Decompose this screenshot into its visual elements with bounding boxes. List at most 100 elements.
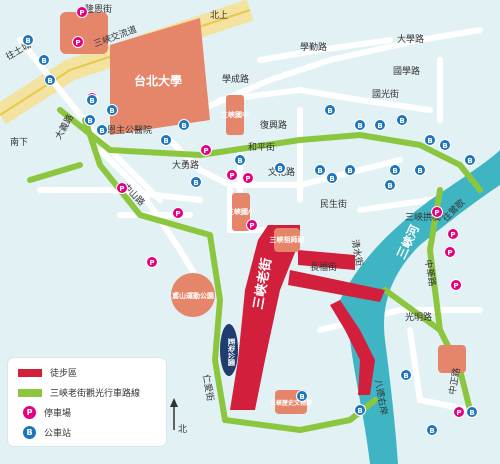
- svg-text:B: B: [469, 409, 474, 417]
- svg-text:B: B: [377, 122, 382, 130]
- bus-stop-icon: B: [274, 162, 286, 174]
- hospital-label: 恩主公醫院: [107, 124, 152, 136]
- north-up-label: 北上: [210, 10, 228, 21]
- bus-stop-icon: B: [106, 104, 118, 116]
- yuanshan-park: [171, 273, 215, 317]
- bus-stop-icon: B: [84, 114, 96, 126]
- parking-marker-icon: P: [447, 228, 459, 240]
- svg-text:B: B: [467, 157, 472, 165]
- guoxue-label: 國學路: [393, 65, 420, 77]
- culture-block: [60, 12, 108, 54]
- south-down-label: 南下: [10, 136, 28, 148]
- bus-stop-icon: B: [466, 406, 478, 418]
- guoguang-label: 國光街: [372, 88, 399, 100]
- parking-marker-icon: P: [72, 36, 84, 48]
- yuanshan-label: 鳶山運動公園: [171, 291, 214, 300]
- svg-text:B: B: [347, 167, 352, 175]
- parking-marker-icon: P: [172, 207, 184, 219]
- bus-stop-icon: B: [414, 164, 426, 176]
- svg-text:B: B: [442, 142, 447, 150]
- legend-row-pedestrian: 徒步區: [18, 366, 77, 379]
- legend-row-route: 三峽老街觀光行車路線: [18, 386, 140, 399]
- svg-text:B: B: [392, 167, 397, 175]
- parking-marker-icon: P: [146, 256, 158, 268]
- svg-text:B: B: [89, 97, 94, 105]
- bus-stop-icon: B: [86, 94, 98, 106]
- bus-stop-icon: B: [424, 134, 436, 146]
- bus-stop-icon: B: [426, 424, 438, 436]
- temple-label: 三峽祖師廟: [270, 235, 305, 244]
- bus-stop-icon: B: [326, 172, 338, 184]
- pedestrian-swatch: [18, 368, 42, 377]
- legend-pedestrian-label: 徒步區: [50, 369, 78, 379]
- svg-text:B: B: [109, 107, 114, 115]
- bus-stop-icon: B: [384, 179, 396, 191]
- bus-stop-icon: B: [344, 164, 356, 176]
- bus-stop-icon: B: [324, 104, 336, 116]
- svg-text:B: B: [317, 167, 322, 175]
- svg-text:P: P: [447, 249, 452, 257]
- svg-text:P: P: [450, 231, 455, 239]
- legend-bus-label: 公車站: [44, 429, 72, 439]
- legend-row-bus: B 公車站: [18, 426, 71, 439]
- svg-text:P: P: [434, 209, 439, 217]
- changfu-label: 長福街: [310, 261, 337, 273]
- daxue-label: 大學路: [397, 33, 424, 45]
- svg-text:B: B: [181, 122, 186, 130]
- parking-marker-icon: P: [242, 172, 254, 184]
- legend-row-parking: P 停車場: [18, 406, 71, 419]
- svg-text:B: B: [193, 179, 198, 187]
- svg-text:B: B: [277, 165, 282, 173]
- svg-text:B: B: [357, 407, 362, 415]
- svg-text:B: B: [25, 37, 30, 45]
- svg-text:P: P: [75, 39, 80, 47]
- route-swatch: [18, 388, 42, 397]
- svg-text:P: P: [456, 409, 461, 417]
- bus-stop-icon: B: [314, 164, 326, 176]
- svg-text:B: B: [357, 122, 362, 130]
- elem-school-block: [232, 193, 250, 231]
- svg-text:P: P: [249, 222, 254, 230]
- svg-text:P: P: [175, 210, 180, 218]
- bus-stop-icon: B: [178, 119, 190, 131]
- svg-text:B: B: [403, 372, 408, 380]
- minsheng-label: 民生街: [320, 198, 347, 210]
- kiln-block: [438, 345, 466, 373]
- xueqin-label: 學勤路: [300, 41, 327, 53]
- pedestrian-zone: [230, 225, 385, 410]
- fuxing-label: 復興路: [260, 119, 287, 131]
- bus-stop-icon: B: [464, 154, 476, 166]
- jr-school-label: 三峽國中: [221, 110, 249, 119]
- north-arrow: [170, 398, 178, 430]
- svg-text:B: B: [429, 427, 434, 435]
- bus-stop-icon: B: [190, 176, 202, 188]
- bus-stop-icon: B: [354, 404, 366, 416]
- svg-text:B: B: [163, 137, 168, 145]
- legend-route-label: 三峽老街觀光行車路線: [50, 389, 141, 399]
- svg-text:P: P: [245, 175, 250, 183]
- svg-text:P: P: [203, 147, 208, 155]
- marker-layer: PPPPPPPPPPPPPPPBBBBBBBBBBBBBBBBBBBBBBBBB…: [22, 6, 478, 436]
- bus-stop-icon: B: [160, 134, 172, 146]
- parking-marker-icon: P: [453, 406, 465, 418]
- bus-icon: B: [23, 426, 36, 439]
- svg-text:B: B: [427, 137, 432, 145]
- bus-stop-icon: B: [396, 114, 408, 126]
- heping-label: 和平街: [248, 141, 275, 153]
- parking-marker-icon: P: [246, 219, 258, 231]
- bus-stop-icon: B: [22, 34, 34, 46]
- museum-label: 三峽歷史文物館: [270, 399, 312, 407]
- legend-parking-label: 停車場: [44, 409, 72, 419]
- svg-text:B: B: [87, 117, 92, 125]
- legend: 徒步區 三峽老街觀光行車路線 P 停車場 B 公車站: [8, 358, 166, 446]
- ntpu-label: 台北大學: [134, 73, 182, 88]
- svg-text:P: P: [119, 185, 124, 193]
- dasheng-label: 大勇路: [172, 159, 199, 171]
- parking-marker-icon: P: [116, 182, 128, 194]
- bus-stop-icon: B: [400, 369, 412, 381]
- svg-text:B: B: [299, 393, 304, 401]
- svg-text:B: B: [327, 107, 332, 115]
- bus-stop-icon: B: [96, 124, 108, 136]
- xuecheng-label: 學成路: [222, 73, 249, 85]
- svg-text:P: P: [149, 259, 154, 267]
